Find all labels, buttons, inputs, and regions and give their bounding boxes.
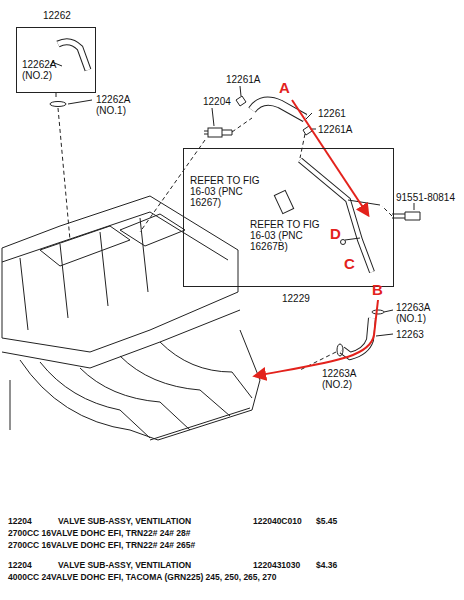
callout-text: REFER TO FIG 16-03 (PNC 16267B): [250, 219, 322, 252]
table-cell: 1220431030: [253, 560, 300, 570]
callout-number: 12261: [318, 108, 346, 119]
callout-number: 12263A (NO.2): [322, 368, 362, 390]
table-cell: 2700CC 16VALVE DOHC EFI, TRN22# 24# 28#: [8, 528, 191, 538]
group-box: 1226212262A (NO.2): [16, 27, 96, 93]
table-cell: 12204: [8, 516, 32, 526]
callout-number: 12262: [43, 10, 71, 21]
annotation-letter: A: [279, 80, 290, 96]
callout-number: 12204: [203, 96, 231, 107]
annotation-letter: B: [372, 282, 383, 298]
callout-number: 12261A: [318, 124, 352, 135]
callout-number: 12262A (NO.1): [96, 94, 136, 116]
table-cell: VALVE SUB-ASSY, VENTILATION: [58, 560, 191, 570]
callout-number: 91551-80814: [396, 192, 455, 203]
table-cell: 122040C010: [253, 516, 302, 526]
table-cell: VALVE SUB-ASSY, VENTILATION: [58, 516, 191, 526]
callout-number: 12263: [396, 329, 424, 340]
callout-number: 12229: [282, 293, 310, 304]
annotation-letter: C: [344, 256, 355, 272]
table-cell: 12204: [8, 560, 32, 570]
table-cell: $5.45: [316, 516, 337, 526]
callout-text: REFER TO FIG 16-03 (PNC 16267): [190, 175, 260, 208]
table-cell: 2700CC 16VALVE DOHC EFI, TRN22# 24# 265#: [8, 540, 195, 550]
callout-text: 12262A (NO.2): [22, 59, 62, 81]
table-cell: 4000CC 24VALVE DOHC EFI, TACOMA (GRN225)…: [8, 572, 276, 582]
callout-number: 12263A (NO.1): [396, 302, 436, 324]
table-cell: $4.36: [316, 560, 337, 570]
group-box: REFER TO FIG 16-03 (PNC 16267) REFER TO F…: [183, 148, 394, 287]
callout-number: 12261A: [226, 74, 260, 85]
annotation-letter: D: [330, 226, 341, 242]
